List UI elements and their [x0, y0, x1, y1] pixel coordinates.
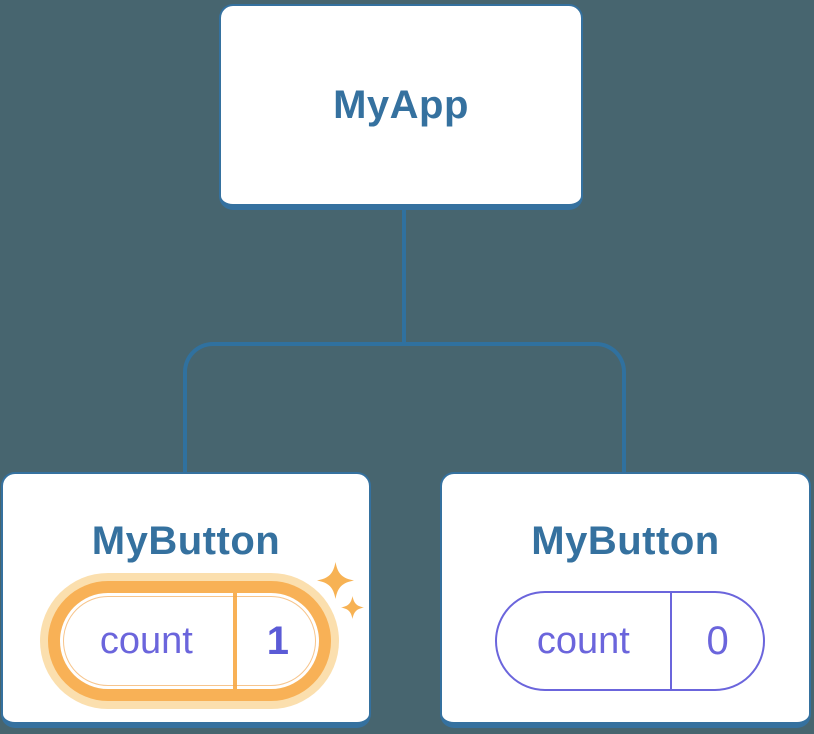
- connector-root-line: [402, 210, 406, 346]
- node-myapp-label: MyApp: [333, 82, 469, 127]
- sparkle-small-icon: [341, 596, 364, 619]
- sparkle-large-icon: [317, 562, 354, 599]
- state-pill-divider: [232, 593, 237, 689]
- state-pill-divider: [669, 593, 673, 689]
- node-mybutton-updated: MyButton count 1: [1, 472, 371, 728]
- state-pill: count 0: [495, 591, 765, 691]
- node-mybutton-updated-label: MyButton: [91, 519, 281, 563]
- state-pill-highlight-ring: count 1: [48, 581, 331, 701]
- connector-branch-bracket: [183, 342, 626, 472]
- node-mybutton-plain: MyButton count 0: [440, 472, 811, 728]
- state-value: 1: [266, 618, 289, 663]
- state-key: count: [99, 619, 193, 662]
- node-myapp: MyApp: [219, 4, 583, 210]
- node-mybutton-plain-label: MyButton: [531, 519, 720, 563]
- state-key: count: [536, 619, 630, 662]
- state-value: 0: [706, 618, 729, 663]
- state-pill-highlighted: count 1: [40, 573, 339, 709]
